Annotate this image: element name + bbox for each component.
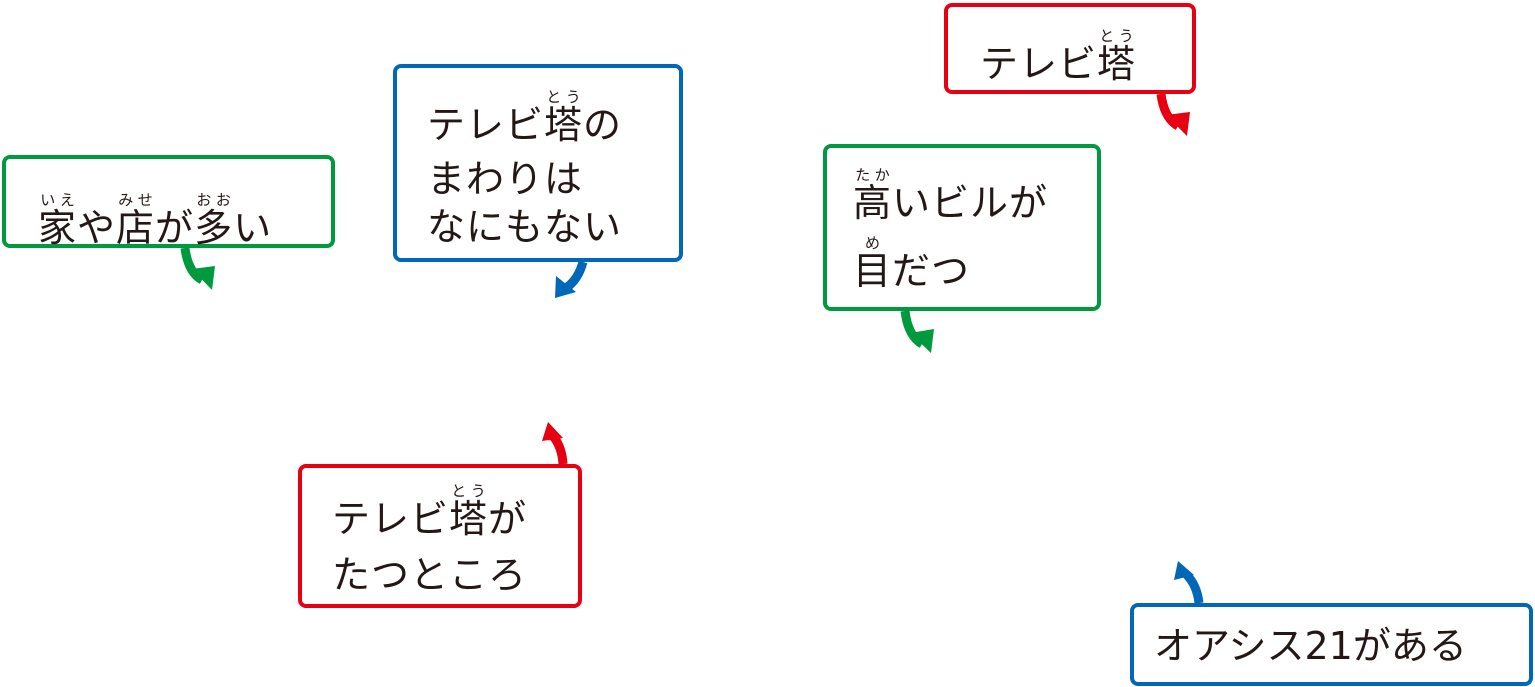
tower-location-line2: たつところ [332, 553, 528, 597]
kanji-oo: 多おお [194, 191, 234, 250]
arrowhead-tower-location [542, 422, 563, 441]
arrow-around-tower [563, 260, 588, 292]
kanji-ie: 家いえ [38, 191, 78, 250]
arrow-tall-buildings [900, 310, 925, 348]
kanji-tou: 塔とう [1097, 27, 1137, 86]
arrow-oasis [1182, 570, 1204, 604]
arrowhead-around-tower [555, 276, 576, 298]
kanji-tou: 塔とう [449, 482, 489, 541]
arrowhead-houses-shops [192, 266, 215, 290]
kanji-tou: 塔とう [544, 88, 584, 147]
oasis-text: オアシス21がある [1154, 624, 1467, 668]
kanji-taka: 高たか [853, 166, 893, 225]
label-tower-location: テレビ塔とうが たつところ [298, 464, 582, 608]
around-tower-line3: なにもない [427, 205, 623, 249]
label-tower: テレビ塔とう [944, 3, 1196, 94]
label-around-tower: テレビ塔とうの まわりは なにもない [393, 64, 683, 262]
arrowhead-tall-buildings [910, 329, 934, 353]
kanji-mise: 店みせ [116, 191, 156, 250]
arrow-tower-location [549, 433, 568, 465]
label-oasis: オアシス21がある [1130, 603, 1533, 686]
kanji-me: 目め [853, 234, 893, 293]
arrowhead-tower [1166, 112, 1190, 136]
arrowhead-oasis [1174, 561, 1194, 580]
arrow-houses-shops [180, 247, 205, 284]
around-tower-line2: まわりは [427, 157, 584, 201]
label-tall-buildings: 高たかいビルが 目めだつ [823, 144, 1101, 311]
label-houses-shops: 家いえや店みせが多おおい [2, 155, 335, 248]
